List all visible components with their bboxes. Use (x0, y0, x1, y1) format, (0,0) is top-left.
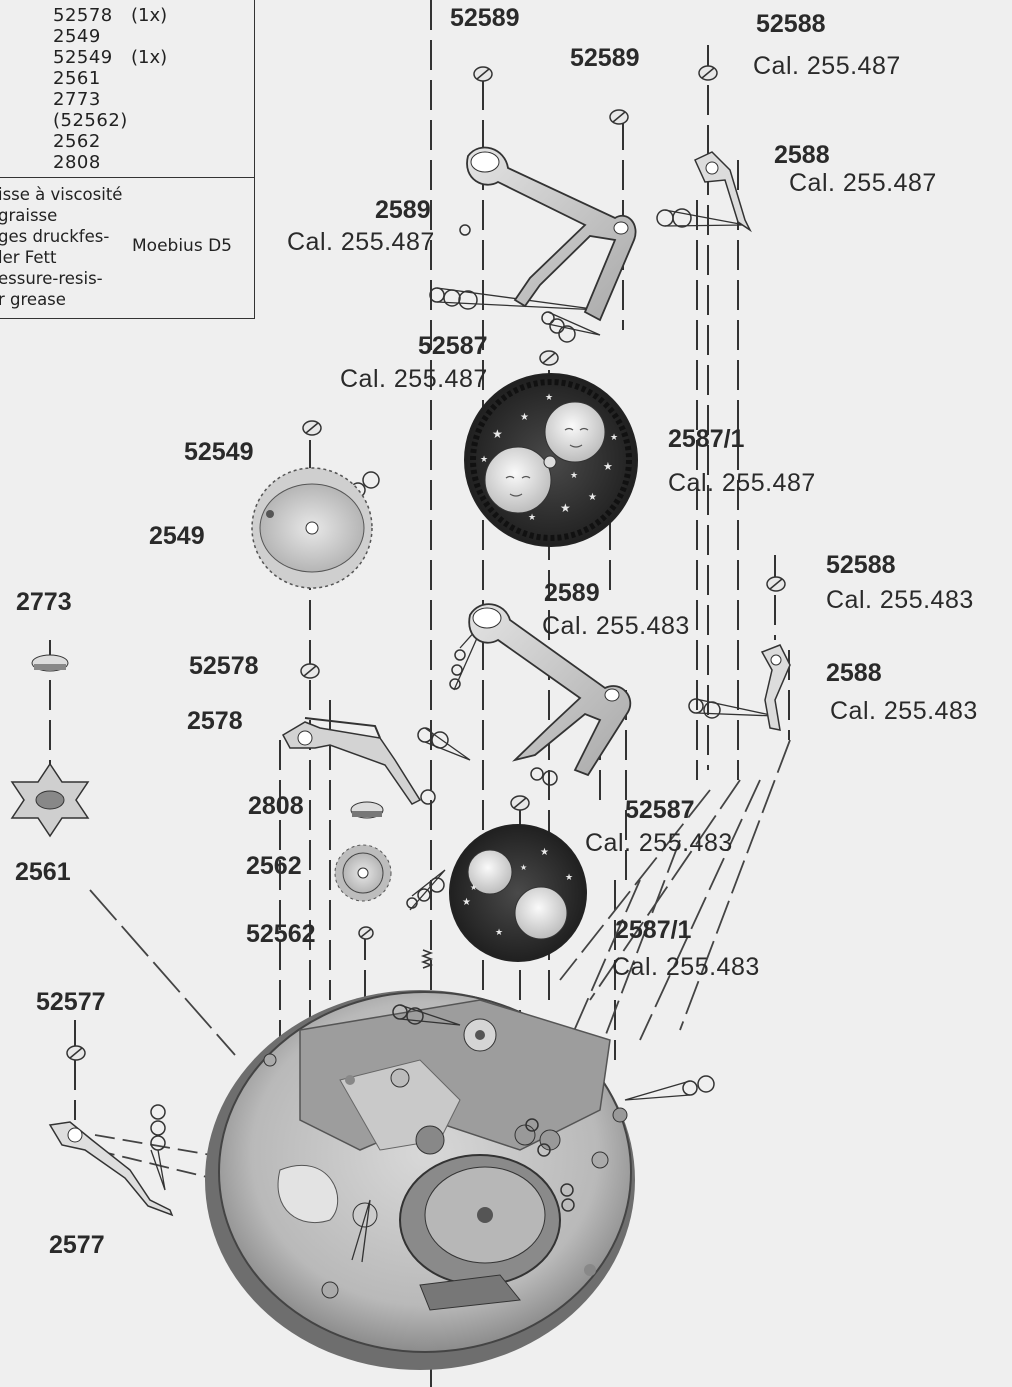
legend-qty: (1x) (131, 5, 168, 26)
part-label: 52562 (246, 920, 316, 948)
cap-2773 (31, 654, 69, 672)
star-icon: ★ ★ ★ ★ ★ ★ ★ ★ ★ ★ (480, 392, 618, 522)
part-label: 2587/1 (615, 916, 692, 944)
part-label: 2562 (246, 852, 302, 880)
svg-text:★: ★ (495, 927, 503, 937)
part-label: 52578 (189, 652, 259, 680)
parts-legend-box: 52578 (1x) 2549 52549 (1x) 2561 2773 (52… (0, 0, 255, 319)
legend-part: (52562) (53, 110, 128, 131)
part-label: 2588 (774, 141, 830, 169)
part-label: 2549 (149, 522, 205, 550)
part-label: 2589 (375, 196, 431, 224)
caliber-label: Cal. 255.483 (826, 586, 974, 614)
part-label: 52589 (570, 44, 640, 72)
legend-qty: (1x) (131, 47, 168, 68)
part-label: 52588 (826, 551, 896, 579)
movement-plate (205, 990, 635, 1370)
svg-text:★: ★ (528, 512, 536, 522)
svg-text:★: ★ (603, 461, 613, 473)
caliber-label: Cal. 255.487 (340, 365, 488, 393)
svg-text:★: ★ (462, 897, 471, 908)
legend-part: 52549 (53, 47, 113, 68)
star-wheel-2561 (10, 762, 90, 838)
part-label: 2588 (826, 659, 882, 687)
caliber-label: Cal. 255.487 (287, 228, 435, 256)
legend-divider (0, 177, 254, 178)
grease-text: r grease (0, 290, 66, 309)
bridge-2589-487 (466, 146, 637, 322)
moon-disc-2587-487: ★ ★ ★ ★ ★ ★ ★ ★ ★ ★ (464, 373, 638, 547)
part-label: 52587 (625, 796, 695, 824)
legend-part: 2808 (53, 152, 101, 173)
spring-2588-483 (760, 644, 791, 731)
svg-text:★: ★ (610, 432, 618, 442)
svg-text:★: ★ (492, 427, 503, 441)
gear-2549 (251, 467, 373, 589)
legend-part: 52578 (53, 5, 113, 26)
legend-part: 2561 (53, 68, 101, 89)
part-label: 2578 (187, 707, 243, 735)
part-label: 2561 (15, 858, 71, 886)
cap-2808 (350, 801, 384, 819)
svg-text:★: ★ (570, 470, 578, 480)
grease-text: essure-resis- (0, 269, 103, 288)
bridge-2589-483 (468, 603, 632, 777)
legend-part: 2549 (53, 26, 101, 47)
grease-text: isse à viscosité (0, 185, 123, 204)
lever-2577 (48, 1121, 174, 1217)
caliber-label: Cal. 255.483 (830, 697, 978, 725)
part-label: 2773 (16, 588, 72, 616)
svg-text:★: ★ (540, 847, 549, 858)
part-label: 52588 (756, 10, 826, 38)
legend-part: 2562 (53, 131, 101, 152)
lubricant-name: Moebius D5 (132, 236, 232, 256)
caliber-label: Cal. 255.487 (789, 169, 937, 197)
svg-text:★: ★ (545, 392, 553, 402)
lever-2578 (281, 717, 422, 805)
svg-text:★: ★ (560, 501, 571, 515)
detent-spring (420, 949, 434, 969)
caliber-label: Cal. 255.487 (753, 52, 901, 80)
svg-text:★: ★ (520, 412, 529, 423)
part-label: 52589 (450, 4, 520, 32)
caliber-label: Cal. 255.487 (668, 469, 816, 497)
svg-text:★: ★ (470, 883, 477, 892)
caliber-label: Cal. 255.483 (585, 829, 733, 857)
caliber-label: Cal. 255.483 (612, 953, 760, 981)
svg-text:★: ★ (520, 863, 527, 872)
star-icon: ★ ★ ★ ★ ★ ★ (462, 847, 573, 937)
part-label: 2577 (49, 1231, 105, 1259)
legend-part: 2773 (53, 89, 101, 110)
grease-text: graisse (0, 206, 58, 225)
part-label: 2589 (544, 579, 600, 607)
part-label: 52587 (418, 332, 488, 360)
part-label: 52577 (36, 988, 106, 1016)
moon-disc-2587-483: ★ ★ ★ ★ ★ ★ (449, 824, 587, 962)
part-label: 52549 (184, 438, 254, 466)
part-label: 2808 (248, 792, 304, 820)
grease-text: ler Fett (0, 248, 57, 267)
svg-text:★: ★ (565, 872, 573, 882)
svg-text:★: ★ (480, 454, 488, 464)
spring-2588-487 (694, 151, 752, 233)
wheel-2562 (334, 844, 392, 902)
caliber-label: Cal. 255.483 (542, 612, 690, 640)
svg-text:★: ★ (588, 492, 597, 503)
grease-text: ges druckfes- (0, 227, 110, 246)
part-label: 2587/1 (668, 425, 745, 453)
screw-icon (66, 65, 786, 1061)
